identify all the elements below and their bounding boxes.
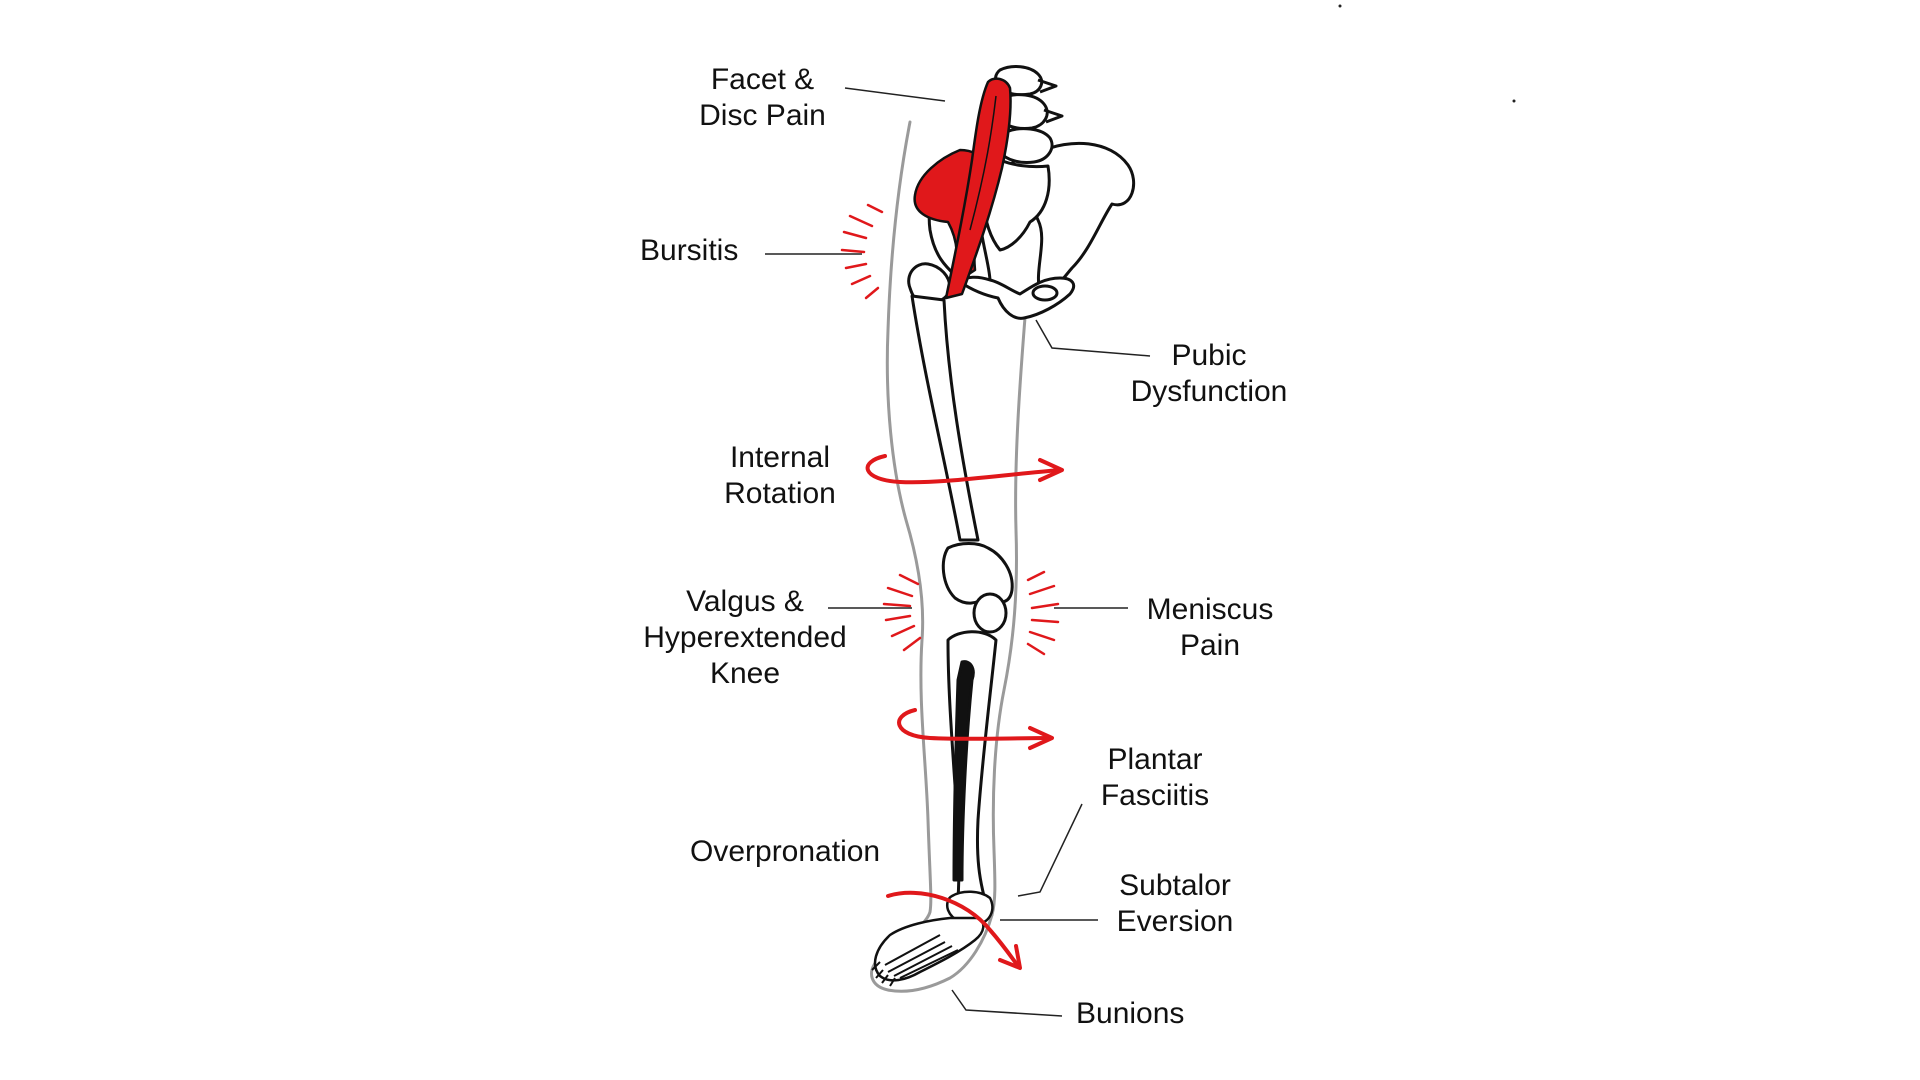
label-line: Facet & — [710, 63, 815, 96]
leg-silhouette — [870, 120, 1028, 993]
label-line: Plantar — [1107, 743, 1203, 776]
label-line: Disc Pain — [699, 99, 826, 132]
label-valgus-knee: Valgus & Hyperextended Knee — [630, 584, 860, 692]
label-line: Internal — [729, 441, 831, 474]
transverse-process — [1037, 78, 1058, 94]
label-line: Pain — [1179, 629, 1241, 662]
label-facet-disc-pain: Facet & Disc Pain — [690, 62, 835, 134]
rotation-arrow-shin — [897, 708, 1054, 750]
label-line: Bursitis — [640, 234, 739, 267]
femur-condyles — [941, 542, 1014, 605]
label-line: Dysfunction — [1130, 375, 1288, 408]
label-line: Bunions — [1076, 997, 1185, 1030]
femur-shaft — [910, 294, 980, 542]
patella — [972, 592, 1008, 634]
label-line: Subtalor — [1119, 869, 1231, 902]
pain-burst-knee-left — [882, 573, 922, 652]
rotation-arrow-icon — [865, 454, 1064, 970]
label-line: Rotation — [724, 477, 836, 510]
label-bursitis: Bursitis — [640, 233, 738, 269]
leader-bunions — [951, 989, 1063, 1017]
stray-dot — [1338, 4, 1342, 8]
femur — [910, 294, 1014, 605]
label-line: Overpronation — [690, 835, 881, 868]
psoas-fibers — [969, 95, 997, 231]
label-line: Meniscus — [1146, 593, 1274, 626]
obturator-foramen — [1031, 284, 1059, 302]
label-internal-rotation: Internal Rotation — [700, 440, 860, 512]
toes — [871, 961, 896, 987]
label-plantar-fasciitis: Plantar Fasciitis — [1080, 742, 1230, 814]
label-overpronation: Overpronation — [690, 834, 880, 870]
label-pubic-dysfunction: Pubic Dysfunction — [1114, 338, 1304, 410]
label-line: Fasciitis — [1100, 779, 1210, 812]
label-line: Knee — [709, 657, 781, 690]
leg-outline-left — [870, 120, 994, 993]
pubic-symphysis — [958, 275, 1076, 320]
label-line: Eversion — [1116, 905, 1234, 938]
fibula — [952, 660, 975, 882]
metatarsals — [884, 934, 959, 979]
lower-leg-bones — [946, 630, 998, 900]
label-bunions: Bunions — [1076, 996, 1184, 1032]
foot-bones — [871, 890, 994, 987]
label-subtalor-eversion: Subtalor Eversion — [1100, 868, 1250, 940]
psoas-muscle-icon — [913, 77, 1012, 300]
rotation-arrow-foot — [886, 890, 1022, 970]
label-line: Valgus & — [686, 585, 804, 618]
pain-burst-knee-right — [1026, 570, 1060, 656]
stray-dot — [1512, 99, 1516, 103]
leg-outline-right — [990, 303, 1028, 917]
leader-lines — [765, 87, 1151, 1017]
label-meniscus-pain: Meniscus Pain — [1130, 592, 1290, 664]
psoas-major — [944, 77, 1012, 300]
label-line: Pubic — [1171, 339, 1247, 372]
pain-burst-icon — [840, 203, 1060, 656]
label-line: Hyperextended — [643, 621, 847, 654]
rotation-arrow-thigh — [865, 454, 1064, 485]
leader-facet — [844, 87, 946, 102]
transverse-process — [1043, 108, 1064, 124]
leader-pubic — [1035, 319, 1151, 357]
pain-burst-hip — [840, 203, 884, 300]
leader-plantar — [1017, 803, 1083, 897]
